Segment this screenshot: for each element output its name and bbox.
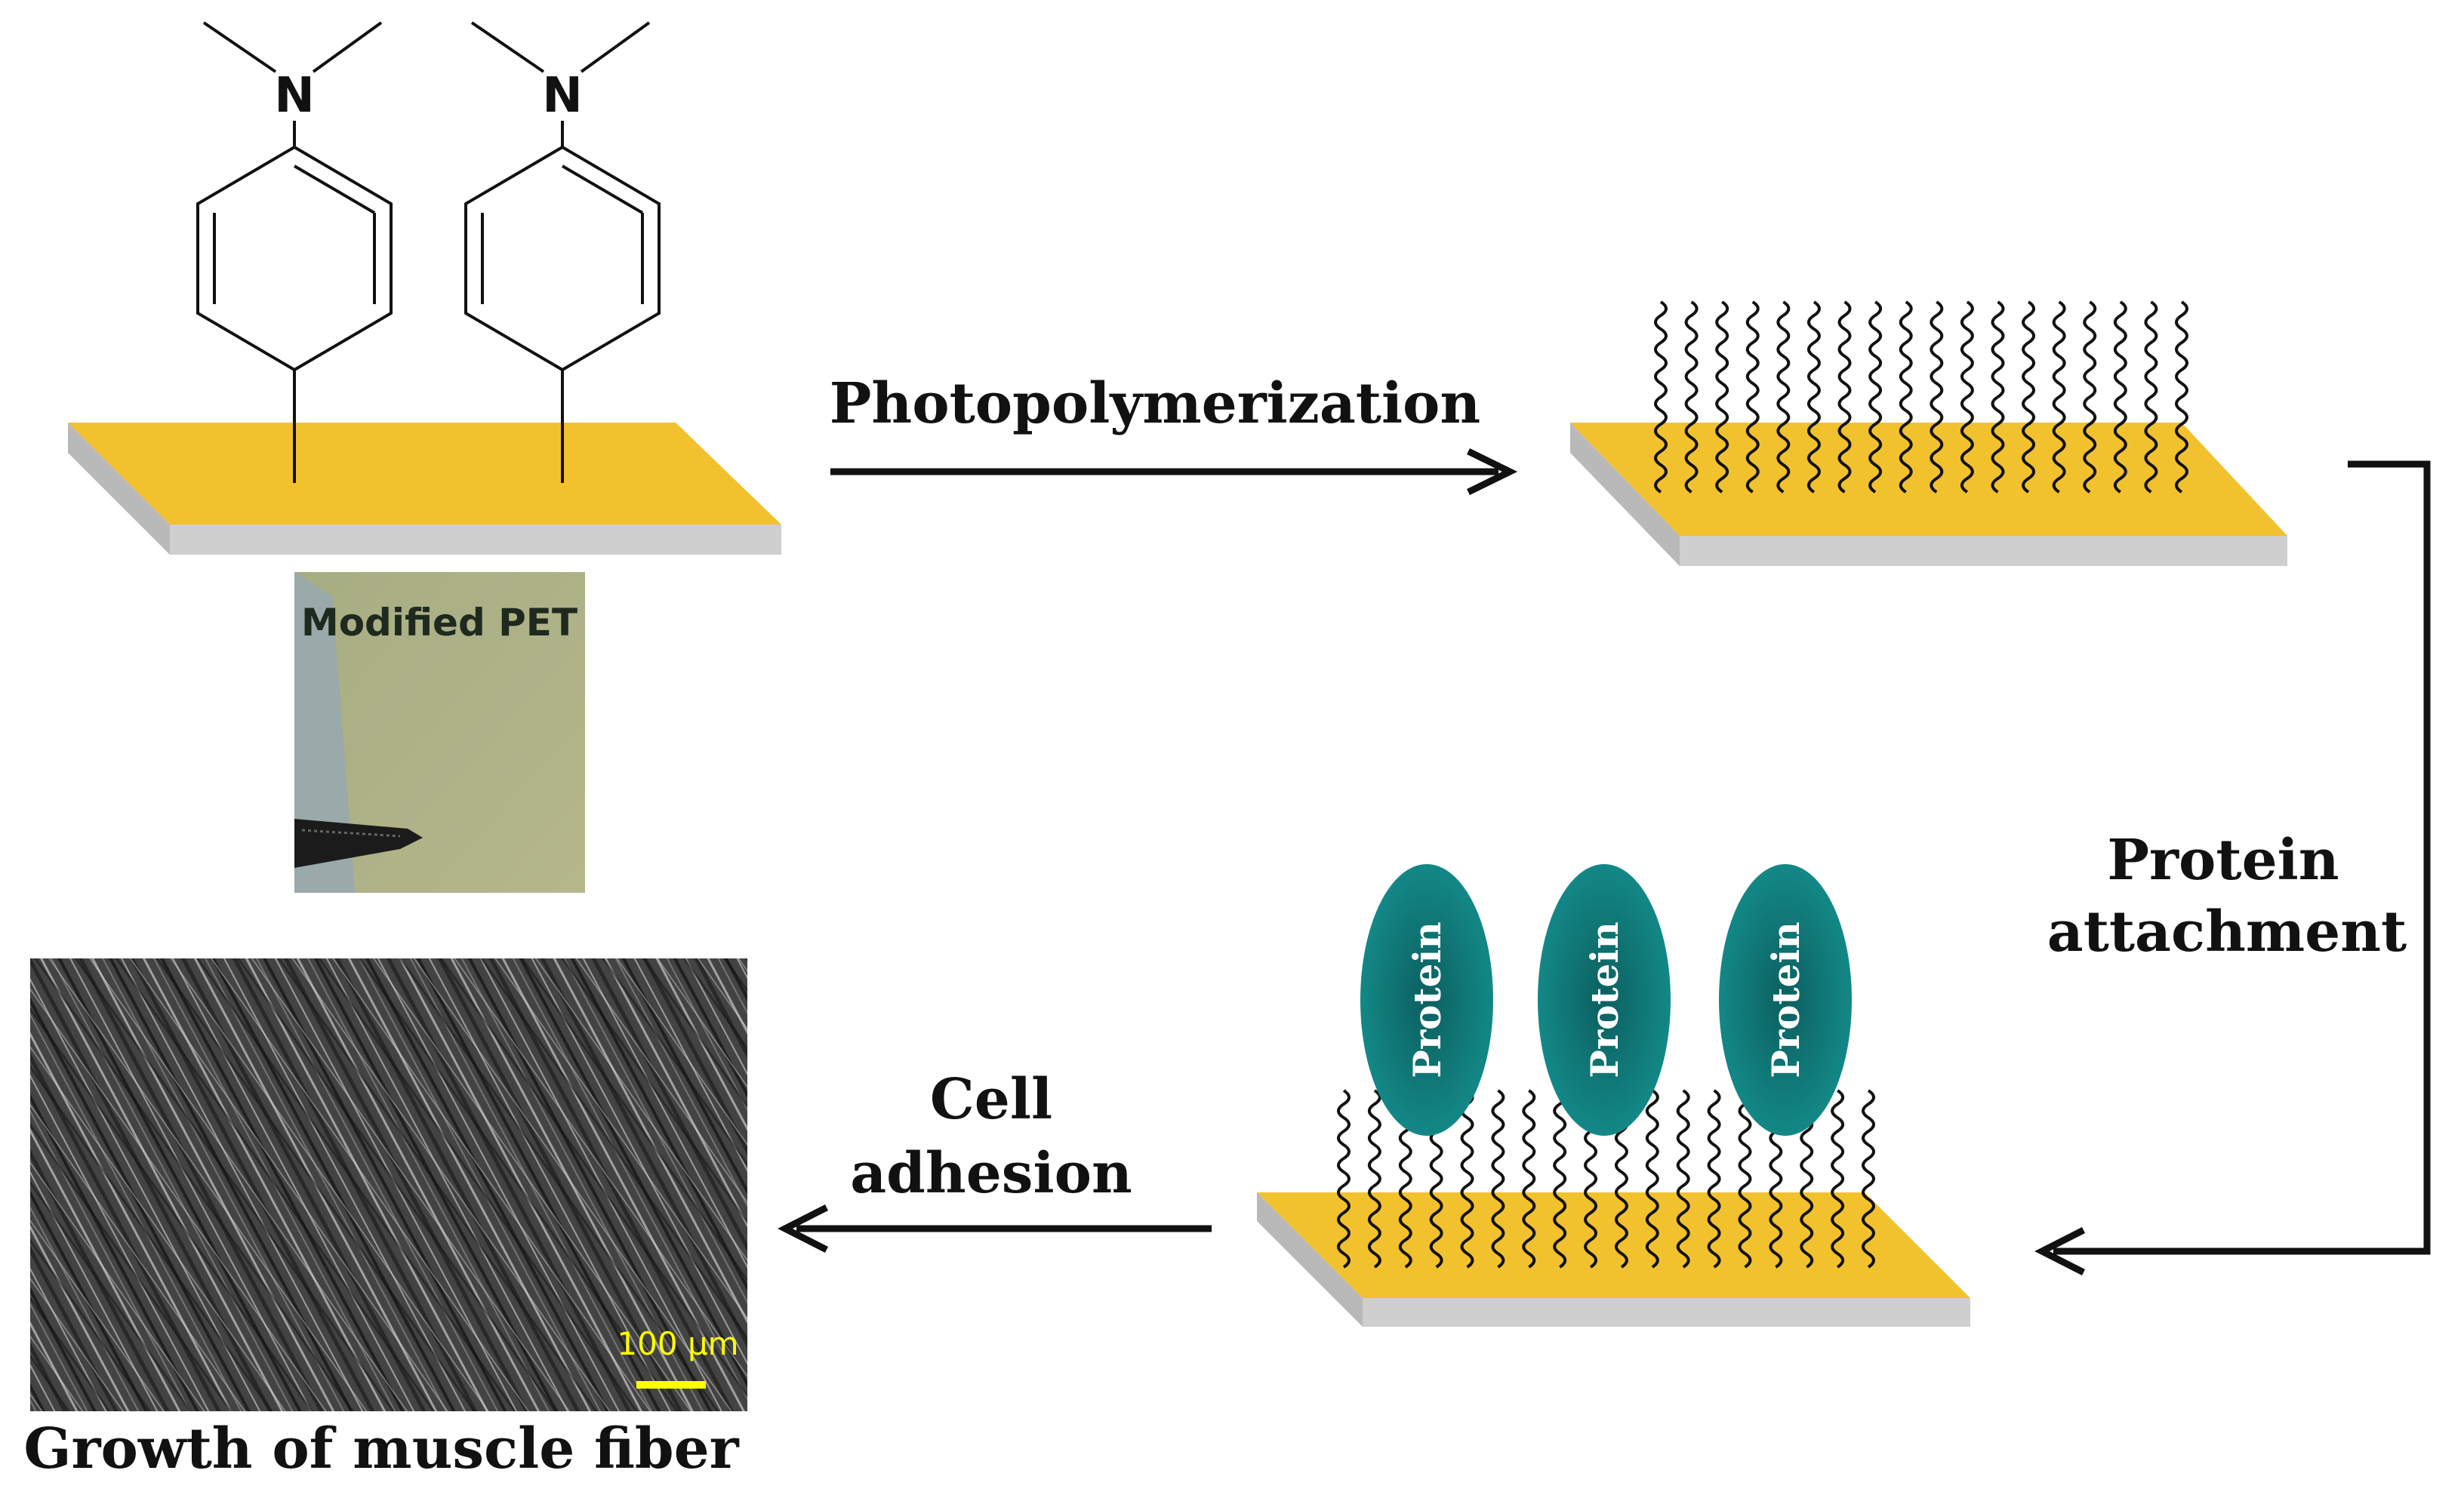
protein-blob-2: Protein <box>1538 864 1671 1136</box>
substrate-3-top <box>1257 1192 1970 1298</box>
protein-substrate <box>1257 1192 1970 1327</box>
polymer-brush-top-chain <box>2083 300 2097 494</box>
step-cell-label-line1: Cell <box>930 1067 1052 1132</box>
photo-caption: Modified PET <box>301 601 578 644</box>
polymer-brush-bottom-chain <box>1645 1089 1659 1269</box>
arrow-cell-adhesion <box>778 1204 1212 1254</box>
modified-pet-photo: Modified PET <box>294 572 585 893</box>
polymer-brush-top-chain <box>1991 300 2005 494</box>
micrograph-caption: Growth of muscle fiber <box>23 1417 739 1481</box>
polymer-brush-top-chain <box>2113 300 2127 494</box>
polymer-brush-top-chain <box>1960 300 1974 494</box>
substrate-1-side <box>170 525 781 555</box>
substrate-1-top <box>68 423 781 525</box>
polymer-brush-top-chain <box>1684 300 1699 494</box>
polymer-brush-bottom-chain <box>1367 1089 1381 1269</box>
step-protein-label-line2: attachment <box>2047 900 2407 964</box>
polymer-brush-bottom-chain <box>1862 1089 1875 1269</box>
protein-blob-3: Protein <box>1719 864 1852 1136</box>
polymer-brush-top-chain <box>1776 300 1791 494</box>
monomer-substrate <box>68 423 781 555</box>
step-protein-label-line1: Protein <box>2107 828 2339 893</box>
protein-label-3: Protein <box>1763 921 1808 1078</box>
muscle-fiber-micrograph: 100 μm <box>30 958 747 1411</box>
polymer-brush-top-chain <box>1806 300 1821 494</box>
substrate-3-front <box>1257 1192 1363 1327</box>
step-cell-label-line2: adhesion <box>850 1141 1132 1206</box>
protein-blob-1: Protein <box>1360 864 1493 1136</box>
polymer-brush-bottom-chain <box>1553 1089 1567 1269</box>
polymer-brush-top-chain <box>1654 300 1668 494</box>
polymer-brush-top-chain <box>2144 300 2158 494</box>
polymer-brush-top <box>1654 300 2188 494</box>
polymer-brush-bottom-chain <box>1707 1089 1721 1269</box>
polymer-brush-bottom-chain <box>1522 1089 1536 1269</box>
step-photopolymerization-label: Photopolymerization <box>830 371 1480 436</box>
nitrogen-atom-left: N <box>274 68 315 124</box>
scale-bar-label: 100 μm <box>617 1325 738 1362</box>
substrate-2-top <box>1570 423 2287 536</box>
polymer-brush-bottom-chain <box>1676 1089 1690 1269</box>
protein-label-2: Protein <box>1582 921 1627 1078</box>
substrate-2-front <box>1570 423 1680 566</box>
monomer-structure-right <box>464 21 661 483</box>
polymer-brush-top-chain <box>1899 300 1913 494</box>
substrate-1-front <box>68 423 170 555</box>
substrate-3-side <box>1363 1298 1970 1327</box>
protein-label-1: Protein <box>1405 921 1449 1078</box>
monomer-structure-left <box>196 21 393 483</box>
polymer-brush-bottom-chain <box>1491 1089 1505 1269</box>
substrate-2-side <box>1680 536 2287 566</box>
polymer-brush-bottom-chain <box>1337 1089 1351 1269</box>
nitrogen-atom-right: N <box>542 68 583 124</box>
polymer-brush-top-chain <box>1868 300 1883 494</box>
arrow-protein-attachment <box>2034 460 2431 1276</box>
polymer-brush-top-chain <box>2022 300 2036 494</box>
arrow-photopolymerization <box>830 448 1518 496</box>
polymer-brush-top-chain <box>1745 300 1760 494</box>
polymer-brush-top-chain <box>1837 300 1852 494</box>
polymer-brush-top-chain <box>1715 300 1729 494</box>
polymer-brush-top-chain <box>1930 300 1944 494</box>
polymer-brush-top-chain <box>2175 300 2188 494</box>
polymer-brush-top-chain <box>2052 300 2066 494</box>
polymer-brush-bottom-chain <box>1831 1089 1845 1269</box>
polymer-brush-bottom-chain <box>1460 1089 1474 1269</box>
polymer-brush-bottom-chain <box>1738 1089 1752 1269</box>
polymer-substrate <box>1570 423 2287 566</box>
